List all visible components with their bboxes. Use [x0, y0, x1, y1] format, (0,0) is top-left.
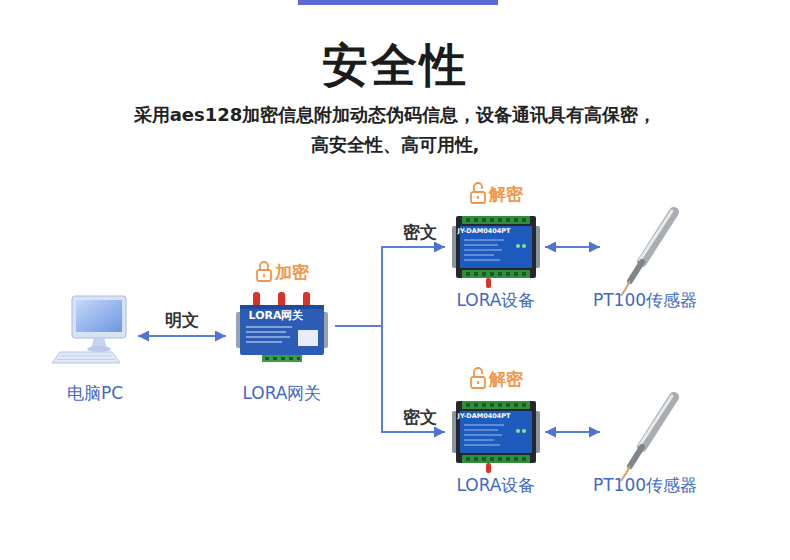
- lock-icon: [257, 262, 271, 281]
- connector-arrow: [335, 326, 445, 432]
- lora-device: [452, 401, 540, 473]
- pc-node: 电脑PC: [58, 292, 132, 364]
- node-caption: 电脑PC: [67, 383, 123, 403]
- terminal-block: [262, 355, 302, 362]
- panel-lines: [246, 327, 292, 342]
- sensor-node: PT100传感器: [602, 205, 688, 283]
- screen: [76, 300, 122, 332]
- security-tag: 加密: [275, 262, 309, 282]
- port: [298, 330, 318, 346]
- keyboard-keys: [57, 356, 115, 360]
- node-caption: PT100传感器: [593, 475, 697, 495]
- device-node: 解密LORA设备: [452, 214, 540, 280]
- top-bar: [298, 0, 498, 5]
- model-number: JY-DAM0404PT: [457, 227, 510, 235]
- connector-arrow: [545, 246, 600, 248]
- connector-arrow: [335, 247, 445, 326]
- monitor-base: [87, 346, 111, 352]
- security-tag: 解密: [489, 184, 523, 204]
- monitor: [72, 296, 126, 338]
- lora-device: [452, 216, 540, 288]
- gateway-body: [240, 305, 324, 355]
- device-node: 解密LORA设备: [452, 399, 540, 465]
- connector-arrow: [138, 335, 226, 337]
- model-number: JY-DAM0404PT: [457, 412, 510, 420]
- page-title: 安全性: [0, 35, 790, 95]
- connector-label: 密文: [403, 222, 437, 242]
- connector-arrow: [545, 431, 600, 433]
- device-node: 加密LORA网关: [236, 292, 328, 360]
- pt100-probe: [621, 211, 674, 296]
- node-caption: LORA设备: [457, 290, 536, 310]
- node-caption: PT100传感器: [593, 290, 697, 310]
- device-face-text: LORA网关: [249, 310, 304, 322]
- pt100-probe: [621, 396, 674, 481]
- terminal-screws: [265, 357, 300, 360]
- unlock-icon: [471, 183, 485, 203]
- gateway-top: [240, 305, 324, 309]
- connector-label: 密文: [403, 407, 437, 427]
- node-caption: LORA设备: [457, 475, 536, 495]
- sensor-node: PT100传感器: [602, 390, 688, 468]
- keyboard: [52, 352, 120, 363]
- security-tag: 解密: [489, 369, 523, 389]
- intro-text: 采用aes128加密信息附加动态伪码信息，设备通讯具有高保密， 高安全性、高可用…: [115, 100, 675, 160]
- connector-label: 明文: [165, 310, 199, 330]
- node-caption: LORA网关: [243, 383, 322, 403]
- unlock-icon: [471, 368, 485, 388]
